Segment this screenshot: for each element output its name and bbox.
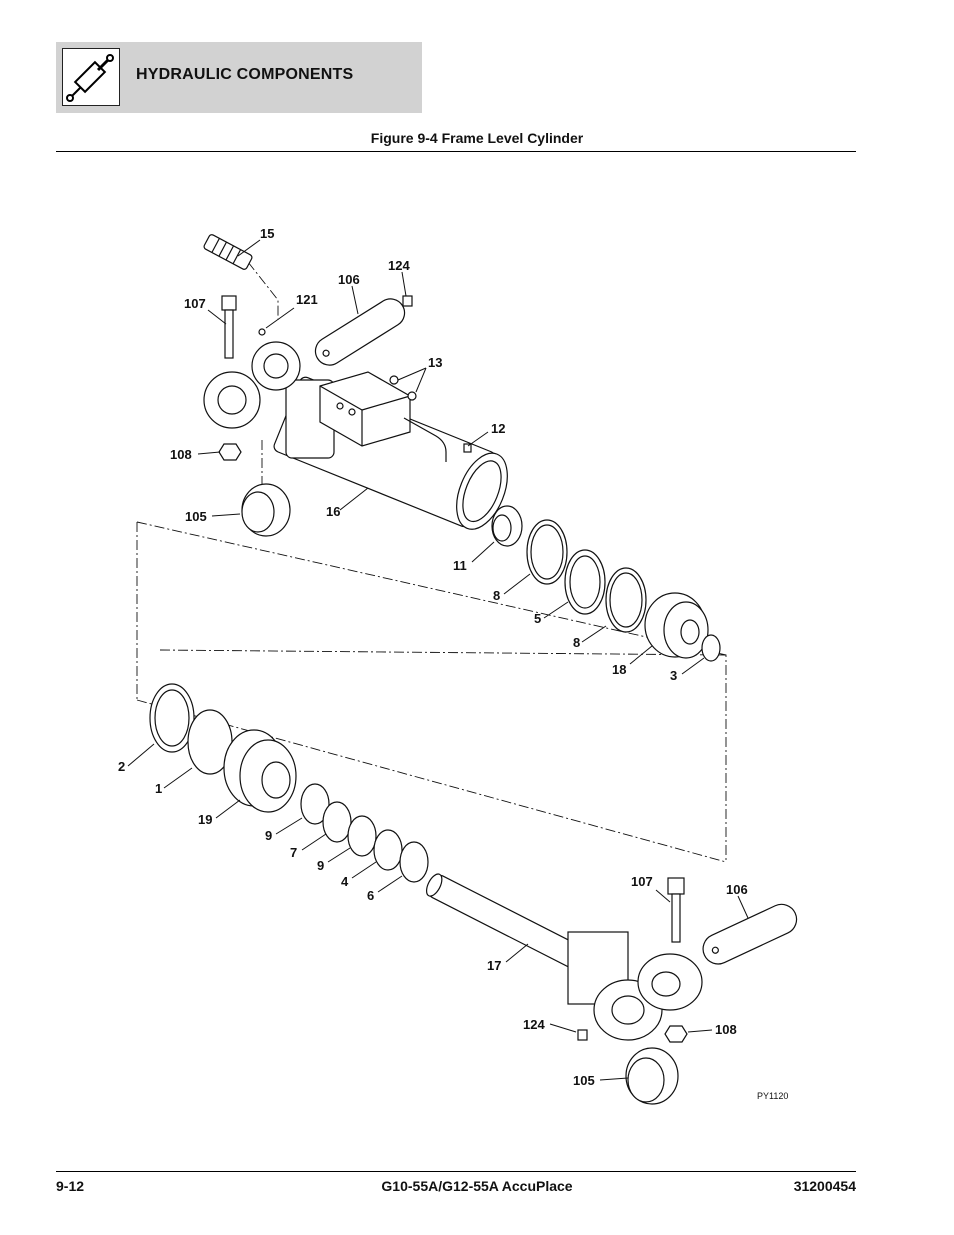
callout: 105: [185, 509, 207, 524]
callout: 108: [715, 1022, 737, 1037]
drawing-id: PY1120: [757, 1091, 788, 1101]
callout: 9: [317, 858, 324, 873]
callout: 12: [491, 421, 505, 436]
footer-divider: [56, 1171, 856, 1172]
callout: 121: [296, 292, 318, 307]
callout: 16: [326, 504, 340, 519]
hydraulic-cylinder-icon: [62, 48, 120, 106]
callout: 3: [670, 668, 677, 683]
callout: 106: [338, 272, 360, 287]
model-name: G10-55A/G12-55A AccuPlace: [381, 1178, 573, 1194]
callout: 13: [428, 355, 442, 370]
callout: 7: [290, 845, 297, 860]
callout: 124: [523, 1017, 545, 1032]
callout: 19: [198, 812, 212, 827]
callout: 15: [260, 226, 274, 241]
callout: 108: [170, 447, 192, 462]
callout: 9: [265, 828, 272, 843]
callout: 124: [388, 258, 410, 273]
callout: 4: [341, 874, 349, 889]
callout-labels: 15 124 106 107 121 13 12 108 105 16 11 8…: [118, 226, 748, 1088]
callout: 2: [118, 759, 125, 774]
doc-number: 31200454: [793, 1178, 856, 1194]
page-number: 9-12: [56, 1178, 85, 1194]
callout: 11: [453, 558, 467, 573]
callout: 8: [493, 588, 500, 603]
callout: 105: [573, 1073, 595, 1088]
figure-title: Figure 9-4 Frame Level Cylinder: [370, 130, 584, 146]
callout: 18: [612, 662, 626, 677]
callout: 106: [726, 882, 748, 897]
callout: 107: [631, 874, 653, 889]
callout: 17: [487, 958, 501, 973]
callout: 5: [534, 611, 541, 626]
section-title: HYDRAULIC COMPONENTS: [136, 66, 354, 83]
callout: 8: [573, 635, 580, 650]
callout: 6: [367, 888, 374, 903]
callout: 107: [184, 296, 206, 311]
callout: 1: [155, 781, 162, 796]
header-divider: [56, 151, 856, 152]
